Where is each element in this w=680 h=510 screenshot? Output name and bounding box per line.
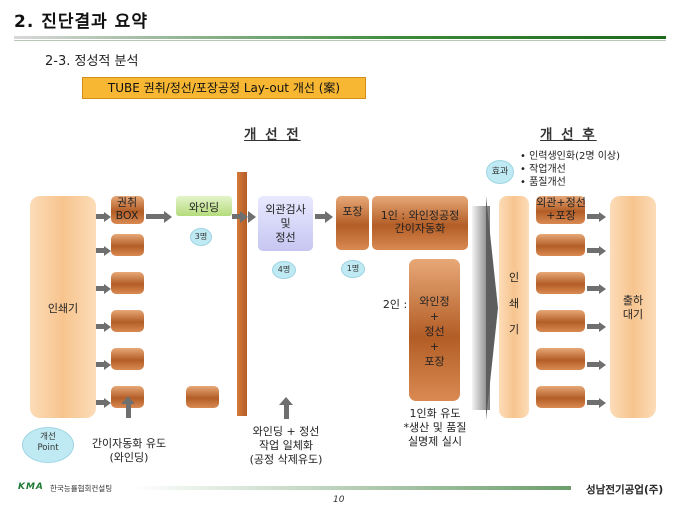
arrow-icon [96,278,111,297]
up-arrow-icon [279,397,293,419]
one-person-process [372,196,468,250]
transition-arrow-icon [486,196,498,420]
effect-badge: 효과 [486,160,514,184]
before-note: 와인딩 + 정선 작업 일체화 (공정 삭제유도) [249,425,323,466]
packing-count-badge: 1명 [341,260,365,278]
after-box-5 [536,348,585,370]
process-divider-bar [237,172,247,416]
after-box-6 [536,386,585,408]
shipping-label: 출하 대기 [622,294,644,321]
printer-label-after: 인 쇄 기 [508,271,520,336]
section-subtitle: 2-3. 정성적 분석 [45,54,139,69]
arrow-icon [146,206,172,225]
company-name: 성남전기공업(주) [586,484,664,496]
winding-box-4 [111,310,144,332]
arrow-icon [96,206,111,225]
effect-item: • 품질개선 [520,177,566,188]
inspection-count-badge: 4명 [272,261,296,279]
after-top-label: 외관+정선 +포장 [536,196,586,222]
after-box-1 [536,196,585,224]
up-arrow-icon [121,396,135,418]
printer-block-before [30,196,96,418]
footer-divider [131,486,571,490]
after-box-3 [536,272,585,294]
arrow-icon [587,206,606,225]
winding-bottom-box [186,386,219,408]
arrow-icon [587,278,606,297]
two-person-process-label: 와인정 + 정선 + 포장 [419,295,450,368]
winding-box-5 [111,348,144,370]
middle-note: 1인화 유도 *생산 및 품질 실명제 실시 [403,407,467,448]
winding-box-3 [111,272,144,294]
page-number: 10 [333,495,345,505]
kma-logo: KMA [18,482,44,492]
improvement-point-text: 간이자동화 유도 (와인딩) [91,437,167,464]
effect-item: • 인력생인화(2명 이상) [520,151,621,162]
after-box-4 [536,310,585,332]
layout-banner: TUBE 권취/정선/포장공정 Lay-out 개선 (案) [82,77,366,99]
effect-item: • 작업개선 [520,164,566,175]
winding-box-1 [111,196,144,224]
arrow-icon [587,316,606,335]
winding-box-2 [111,234,144,256]
arrow-icon [96,392,111,411]
printer-label-before: 인쇄기 [47,302,79,315]
packing-stage [336,196,369,250]
winding-box-label: 권취 BOX [115,196,139,222]
inspection-label: 외관검사 및 정선 [265,203,306,244]
title-divider [14,36,666,39]
title-divider-thin [14,40,666,41]
arrow-icon [587,354,606,373]
before-heading: 개 선 전 [244,127,301,143]
arrow-icon [587,240,606,259]
inspection-stage [258,196,313,251]
after-box-2 [536,234,585,256]
after-heading: 개 선 후 [540,127,597,143]
winding-count-badge: 3명 [190,228,212,246]
arrow-icon [248,206,256,225]
shipping-block [610,196,656,418]
packing-label: 포장 [342,205,363,218]
page-title: 2. 진단결과 요약 [14,12,148,32]
two-person-label: 2인 : [382,298,408,311]
arrow-icon [315,206,333,225]
one-person-label: 1인 : 와인정공정 간이자동화 [380,209,460,235]
transition-arrow-shaft [472,206,490,410]
printer-block-after [499,196,529,418]
org-name: 한국능률협회컨설팅 [50,484,113,493]
two-person-process [409,259,460,401]
arrow-icon [232,206,248,225]
arrow-icon [96,316,111,335]
improvement-point-badge: 개선 Point [22,427,74,463]
winding-label: 와인딩 [188,201,220,214]
arrow-icon [96,354,111,373]
winding-stage [176,196,232,216]
effect-list: • 인력생인화(2명 이상) • 작업개선 • 품질개선 [520,150,620,189]
arrow-icon [96,240,111,259]
arrow-icon [587,392,606,411]
